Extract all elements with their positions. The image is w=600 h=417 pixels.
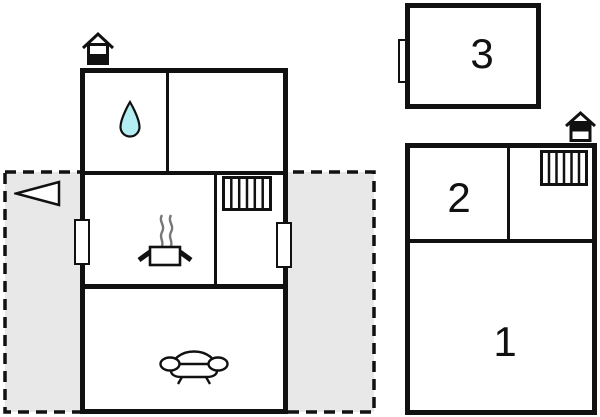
main-building-mid-wall: [80, 171, 288, 175]
radiator-icon-main: [222, 176, 272, 211]
cooking-pot-icon: [137, 214, 193, 267]
water-drop-icon: [119, 99, 141, 138]
radiator-icon-right: [540, 150, 588, 186]
room-3-label: 3: [470, 30, 494, 77]
door-main-right: [276, 222, 292, 268]
chimney-icon-left: [81, 31, 115, 65]
right-building: [405, 143, 597, 415]
main-building-bathroom-wall: [166, 68, 169, 175]
right-building-mid-wall: [405, 239, 597, 243]
main-building-livingroom-wall: [80, 284, 288, 289]
entrance-arrow-icon: [14, 180, 61, 207]
main-building-kitchen-wall: [214, 171, 217, 289]
chimney-icon-right: [564, 110, 597, 142]
sofa-icon: [159, 350, 229, 385]
room-1-label: 1: [493, 318, 517, 365]
room-3-outline: [405, 3, 541, 109]
door-main-left: [74, 219, 90, 265]
right-building-bedroom-wall: [507, 143, 510, 243]
room-2-label: 2: [447, 174, 471, 221]
